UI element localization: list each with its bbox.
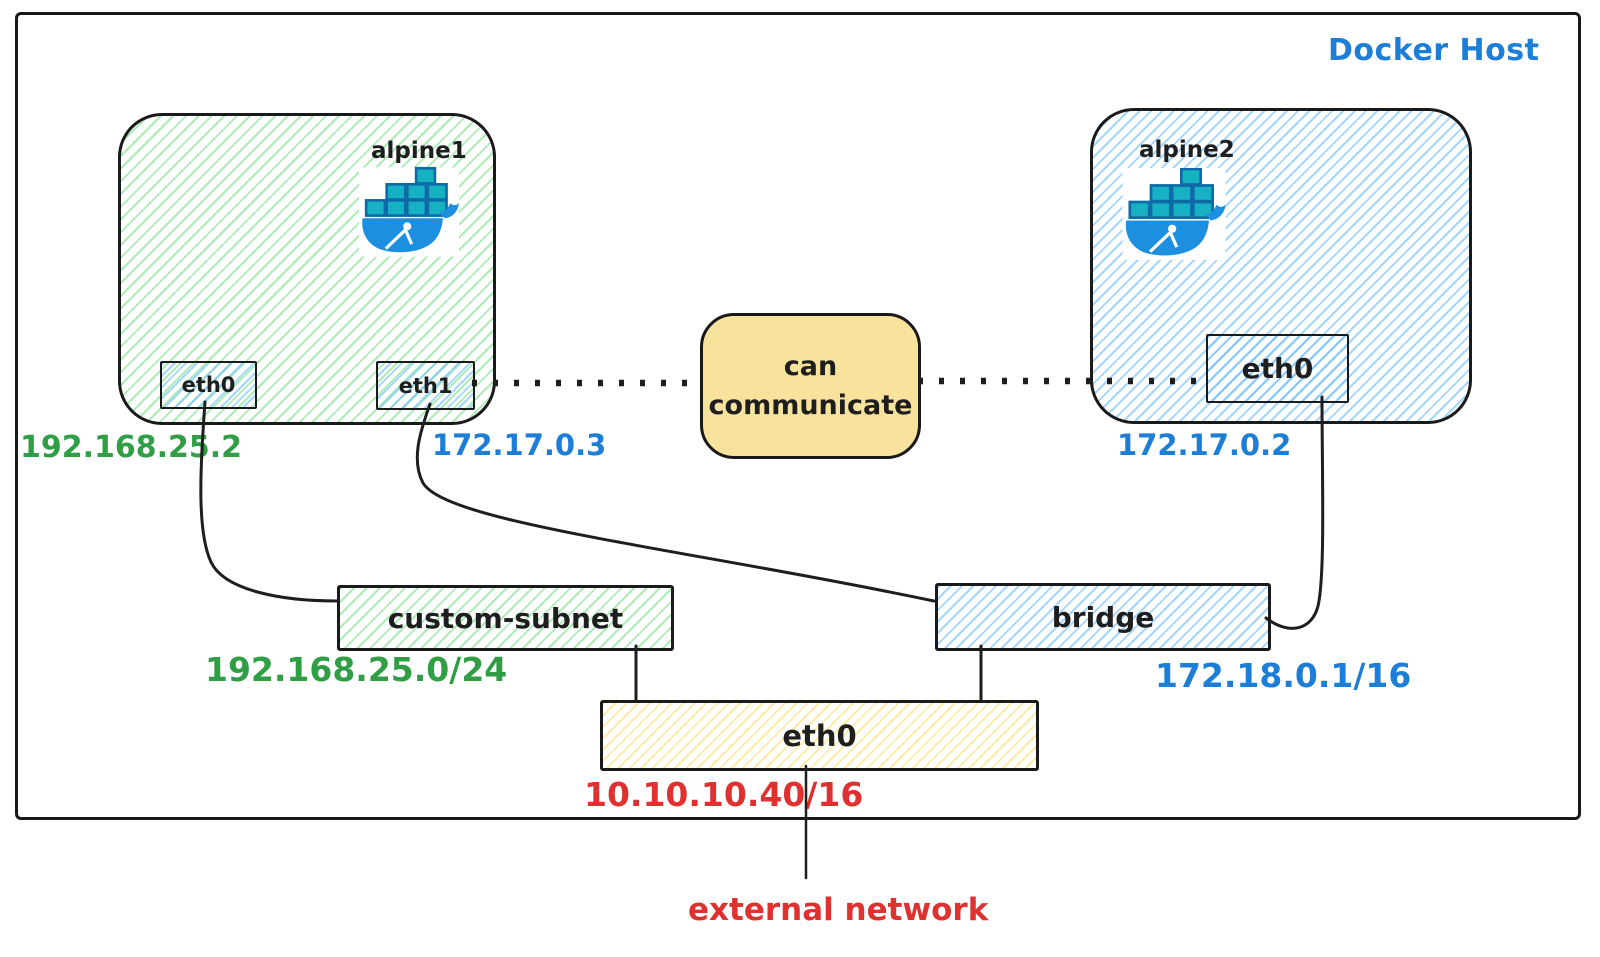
custom-subnet-label: custom-subnet [387,601,624,635]
alpine1-eth0-label: eth0 [181,373,236,397]
note-line2: communicate [708,390,913,421]
docker-icon [359,166,459,257]
alpine1-eth0-box: eth0 [160,361,257,409]
alpine2-eth0-box: eth0 [1206,334,1349,403]
alpine1-eth1-box: eth1 [376,361,475,410]
host-eth0-ip: 10.10.10.40/16 [584,775,864,814]
external-network-label: external network [688,892,989,928]
docker-icon [1122,168,1226,260]
alpine1-eth0-ip: 192.168.25.2 [20,430,243,465]
host-eth0-box: eth0 [600,700,1039,771]
container-alpine1: alpine1 eth0 eth1 [118,113,496,425]
custom-subnet-network-box: custom-subnet [337,585,674,651]
alpine1-title: alpine1 [371,138,467,164]
container-alpine2: alpine2 eth0 [1090,108,1472,424]
bridge-network-box: bridge [935,583,1271,651]
alpine2-eth0-ip: 172.17.0.2 [1117,428,1292,462]
host-eth0-label: eth0 [782,718,857,753]
custom-subnet-cidr: 192.168.25.0/24 [205,650,508,689]
docker-host-title: Docker Host [1328,33,1540,68]
can-communicate-note: can communicate [700,313,921,459]
docker-host-box [15,12,1581,820]
bridge-cidr: 172.18.0.1/16 [1155,656,1412,695]
alpine2-eth0-label: eth0 [1241,352,1314,385]
alpine1-eth1-label: eth1 [398,373,453,398]
bridge-label: bridge [1051,600,1155,634]
alpine2-title: alpine2 [1139,137,1235,163]
note-line1: can [783,350,838,382]
alpine1-eth1-ip: 172.17.0.3 [432,428,607,462]
